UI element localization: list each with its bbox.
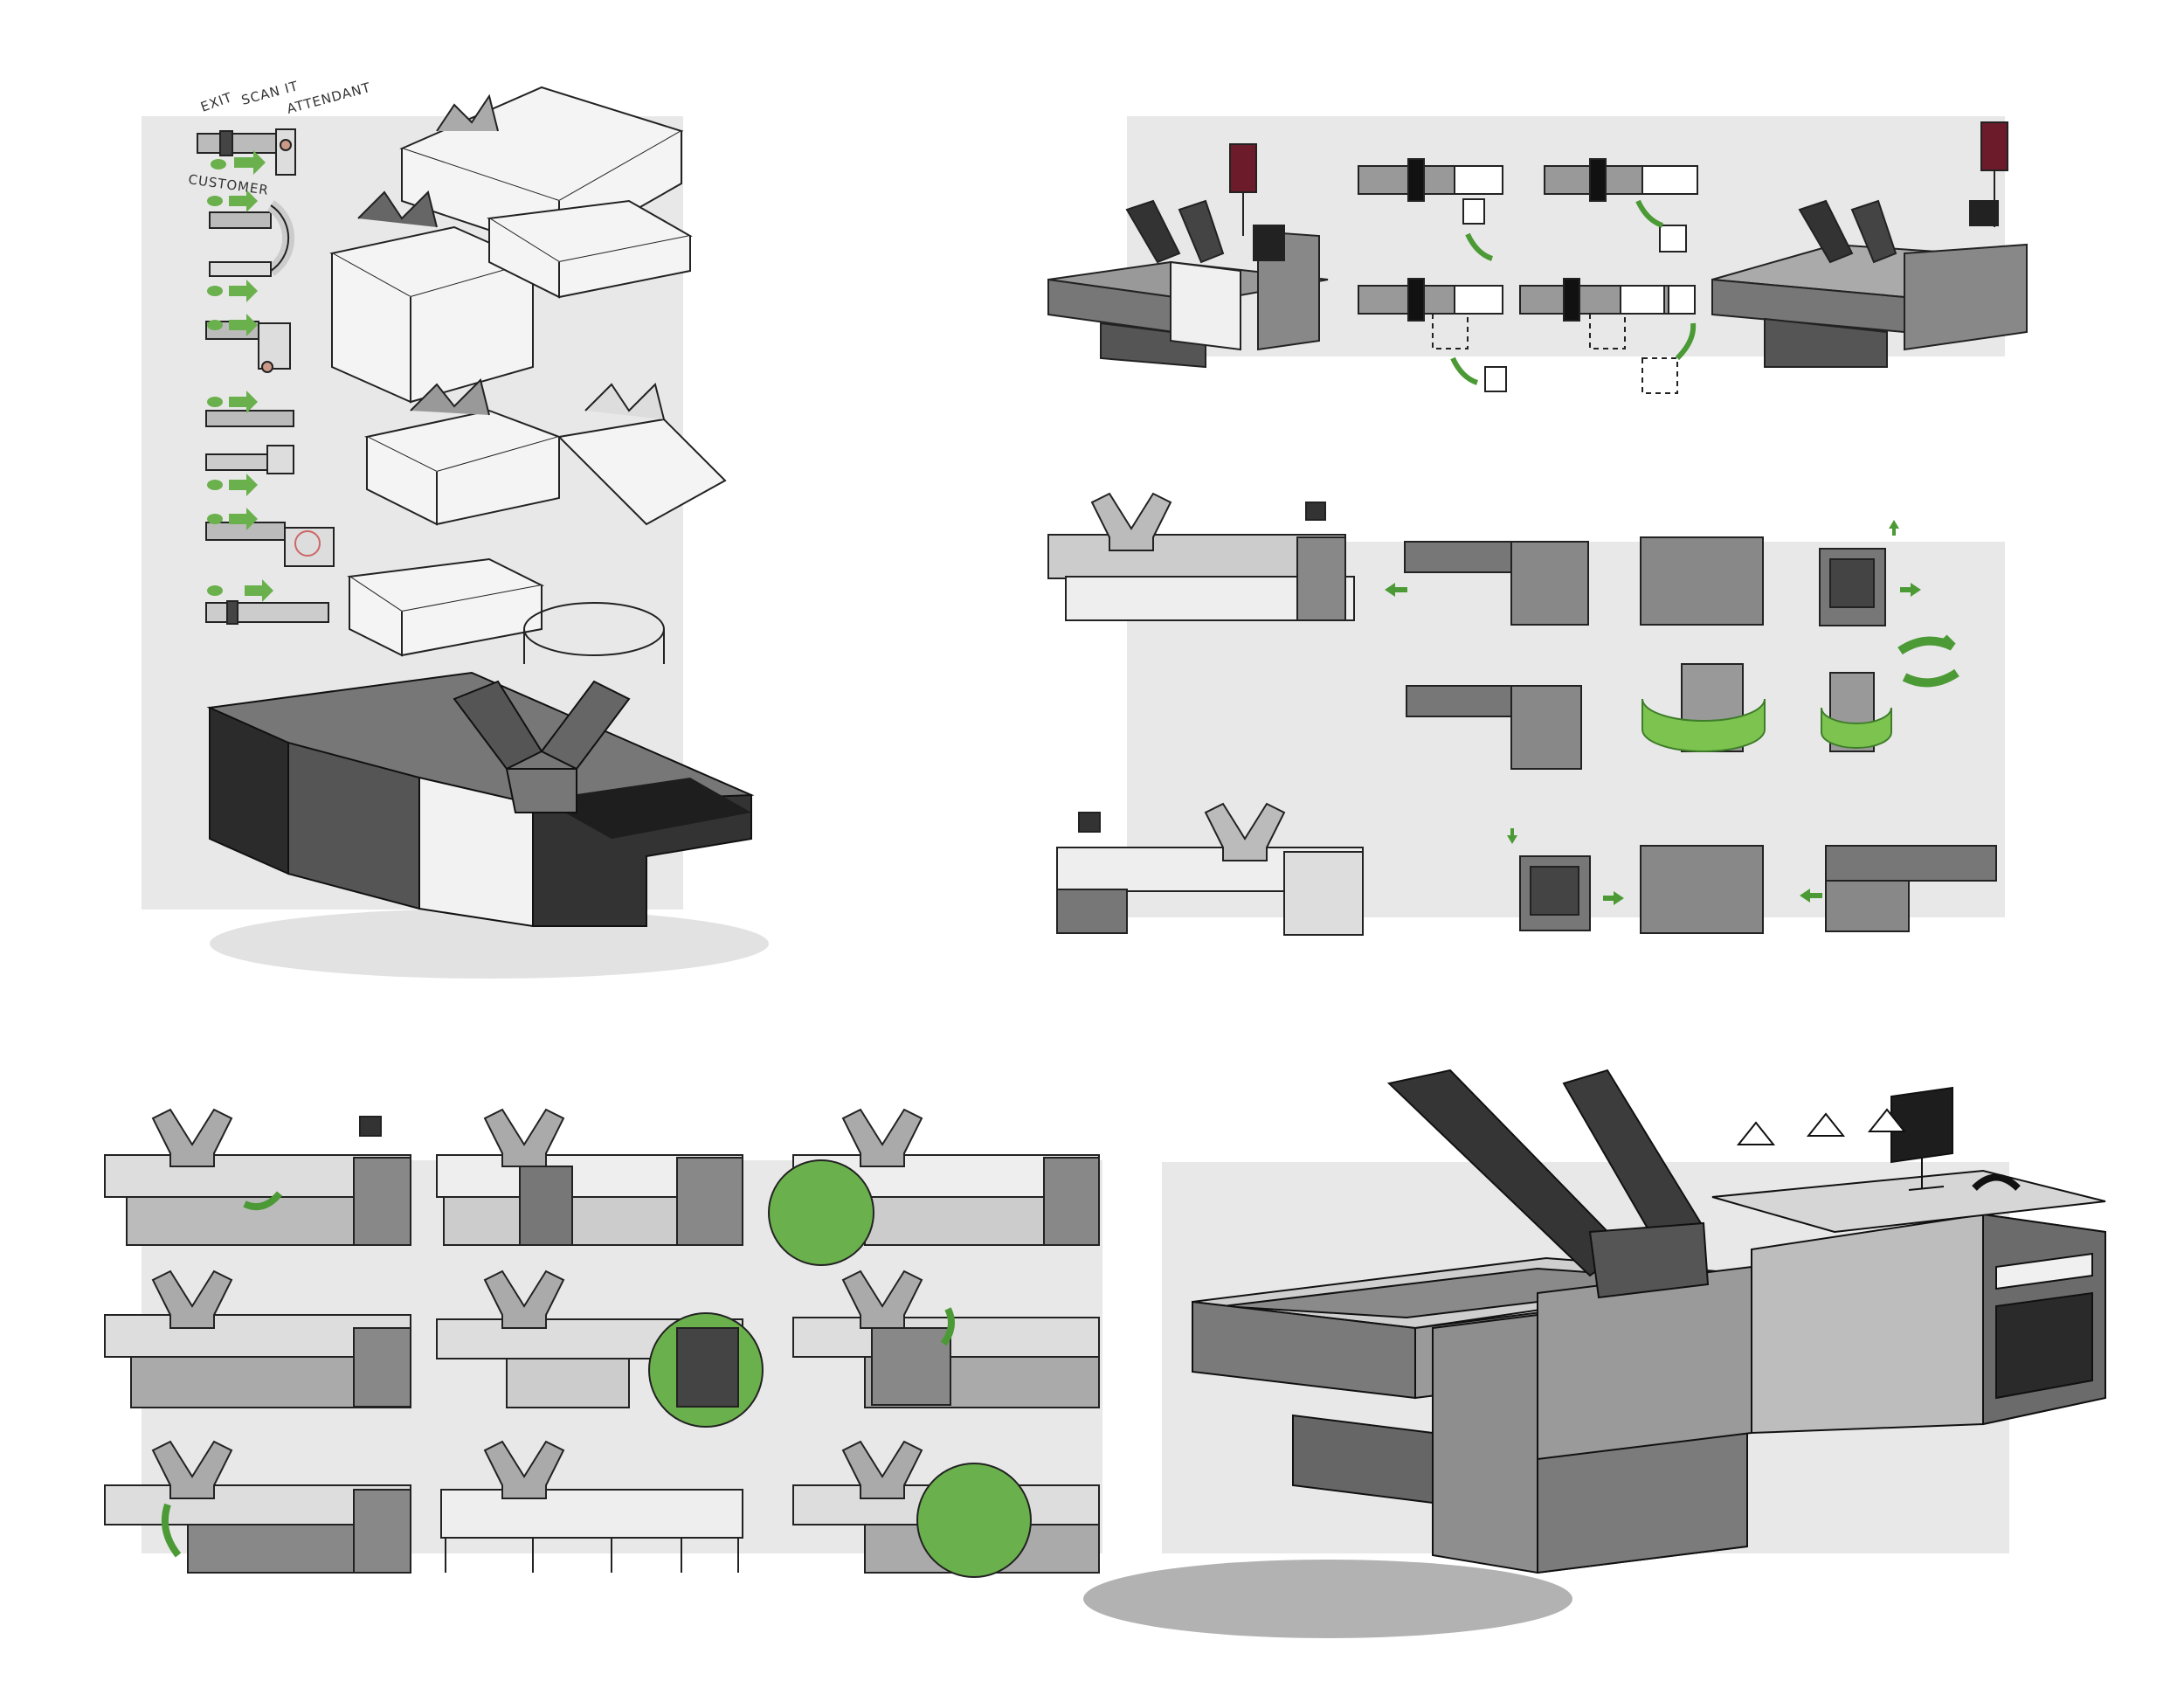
variant-2 xyxy=(436,1108,743,1246)
variant-4 xyxy=(104,1269,411,1408)
variant-7 xyxy=(104,1440,411,1574)
green-arrow-icon xyxy=(1450,199,1697,385)
perspective-sketches xyxy=(329,86,727,664)
variant-5 xyxy=(436,1269,764,1428)
green-arrow-icon xyxy=(1385,520,1921,905)
rendered-checkout-counter xyxy=(206,671,769,979)
plan-view-modules xyxy=(1358,158,1698,394)
counter-render-right xyxy=(1711,121,2028,368)
elevation-assembly xyxy=(1047,492,1997,936)
flow-diagram-column xyxy=(197,128,335,625)
rotate-arrow-icon xyxy=(1641,634,1959,752)
variant-9 xyxy=(792,1440,1100,1578)
variant-8 xyxy=(440,1440,743,1573)
variant-1 xyxy=(104,1108,411,1246)
variant-6 xyxy=(792,1269,1100,1408)
variant-3 xyxy=(768,1108,1100,1266)
green-arrow-icon xyxy=(161,1191,955,1558)
green-arrow-icon xyxy=(207,150,273,602)
counter-render-left xyxy=(1047,143,1329,369)
